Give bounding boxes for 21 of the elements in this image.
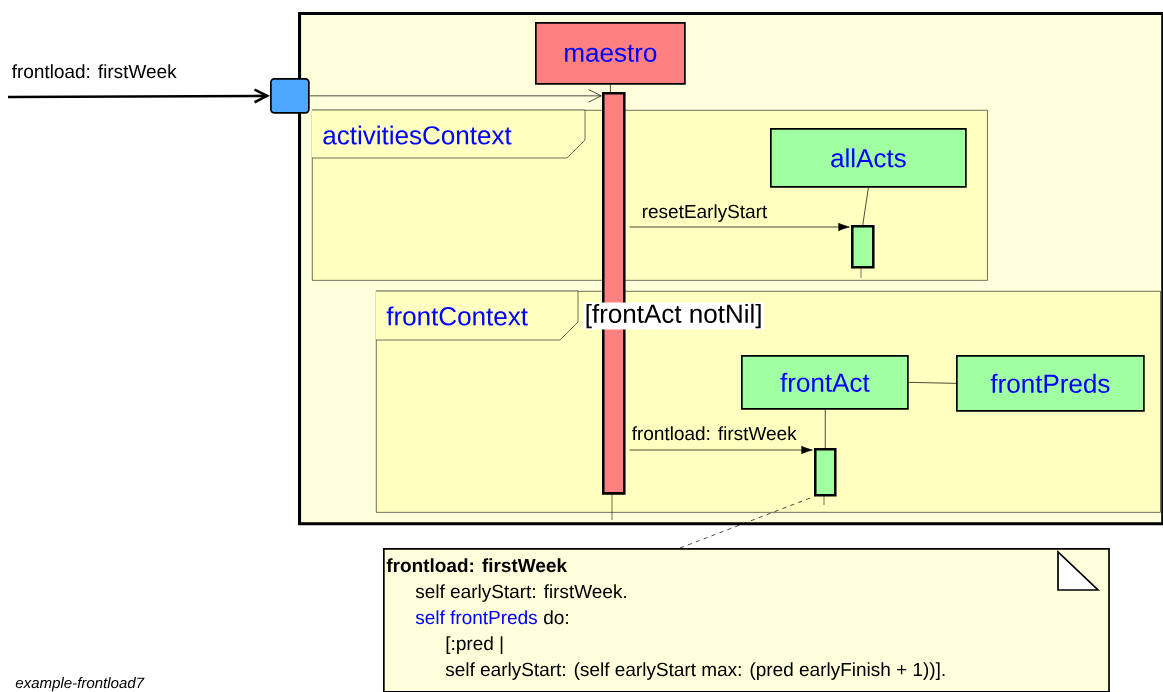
port — [270, 78, 310, 114]
guard-text: [frontAct notNil] — [583, 302, 764, 330]
line — [908, 382, 957, 384]
note: frontload: firstWeek self earlyStart: firstWeek. self frontPreds do: [:pred | self earlyStart: (self earlyStart max: (pred earlyFinish + 1))]. — [383, 548, 1110, 692]
lifeline-head: frontPreds — [956, 355, 1145, 412]
lifeline — [610, 84, 611, 93]
lifeline — [824, 409, 826, 449]
lifeline-head: allActs — [770, 128, 967, 188]
arrow — [309, 89, 602, 103]
arrow — [629, 446, 813, 454]
edge-label: frontload: firstWeek — [631, 426, 797, 441]
edge-label: frontload: firstWeek — [11, 64, 177, 79]
arrow — [8, 88, 270, 104]
arrow — [629, 223, 850, 231]
edge-label: resetEarlyStart — [642, 204, 768, 222]
lifeline-head: maestro — [535, 22, 686, 85]
lifeline — [862, 187, 869, 226]
activation-bar — [851, 225, 875, 269]
activation-bar — [814, 448, 837, 497]
lifeline-head: frontAct — [741, 355, 909, 410]
caption: example-frontload7 — [15, 677, 145, 692]
